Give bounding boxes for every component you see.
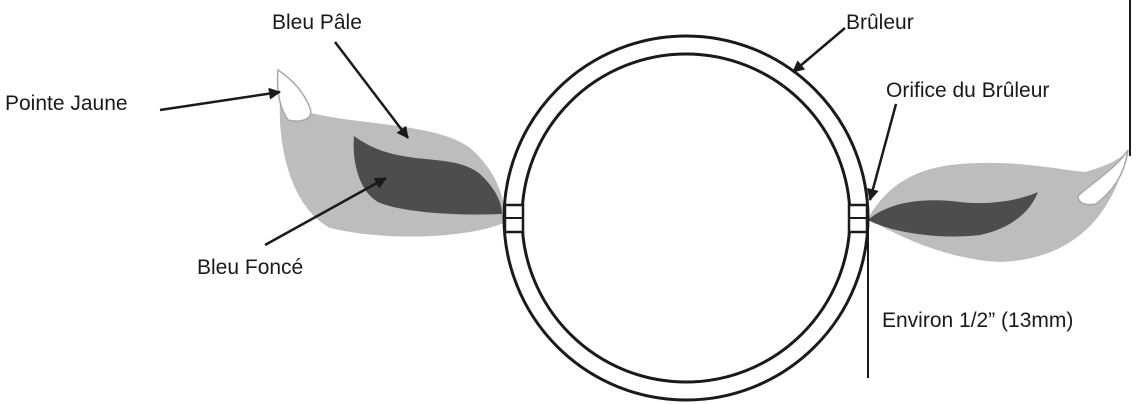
label-light-blue: Bleu Pâle (272, 11, 362, 34)
left-flame (276, 68, 506, 237)
left-flame-dark-blue (353, 136, 502, 215)
label-yellow-tip: Pointe Jaune (5, 92, 128, 115)
label-burner: Brûleur (846, 11, 914, 34)
label-burner-orifice: Orifice du Brûleur (886, 79, 1049, 102)
label-dark-blue: Bleu Foncé (197, 256, 303, 279)
arrow-burner (792, 27, 846, 73)
right-flame (868, 149, 1129, 262)
right-flame-dark-blue (868, 192, 1038, 237)
right-flame-yellow-tip (1077, 149, 1129, 206)
arrow-yellow-tip (159, 87, 281, 112)
burner-ring (502, 34, 870, 402)
left-flame-yellow-tip (276, 68, 312, 122)
label-distance: Environ 1/2” (13mm) (882, 309, 1073, 332)
arrow-burner-orifice (867, 103, 898, 201)
arrow-dark-blue (264, 176, 387, 247)
arrow-light-blue (334, 41, 409, 139)
